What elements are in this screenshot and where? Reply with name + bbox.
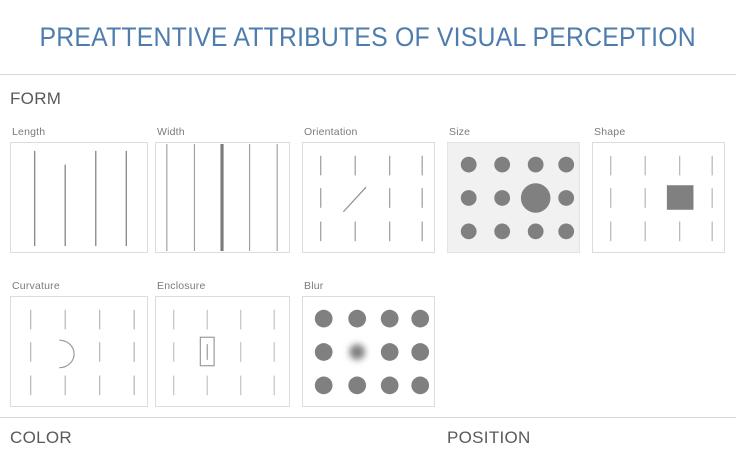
orientation-illustration [320, 155, 423, 242]
width-illustration [166, 143, 278, 252]
card-label-orientation: Orientation [304, 126, 358, 138]
card-label-enclosure: Enclosure [157, 280, 206, 292]
card-enclosure[interactable] [155, 296, 290, 407]
section-heading-form: FORM [10, 89, 62, 108]
card-shape[interactable] [592, 142, 725, 253]
title-bar: PREATTENTIVE ATTRIBUTES OF VISUAL PERCEP… [0, 0, 736, 74]
card-orientation[interactable] [302, 142, 435, 253]
section-heading-color: COLOR [10, 428, 72, 447]
section-heading-position: POSITION [447, 428, 531, 447]
enclosure-illustration [173, 309, 275, 396]
length-illustration [33, 150, 127, 247]
card-label-length: Length [12, 126, 46, 138]
card-curvature[interactable] [10, 296, 148, 407]
card-label-size: Size [449, 126, 471, 138]
card-label-curvature: Curvature [12, 280, 60, 292]
card-label-shape: Shape [594, 126, 626, 138]
card-label-blur: Blur [304, 280, 324, 292]
card-size[interactable] [447, 142, 580, 253]
card-length[interactable] [10, 142, 148, 253]
curvature-illustration [30, 309, 135, 396]
divider-bottom [0, 417, 736, 418]
card-label-width: Width [157, 126, 185, 138]
page-title: PREATTENTIVE ATTRIBUTES OF VISUAL PERCEP… [39, 21, 697, 52]
shape-illustration [610, 155, 713, 242]
blur-illustration [314, 309, 430, 395]
divider-top [0, 74, 736, 75]
card-width[interactable] [155, 142, 290, 253]
size-illustration [460, 156, 575, 240]
card-blur[interactable] [302, 296, 435, 407]
